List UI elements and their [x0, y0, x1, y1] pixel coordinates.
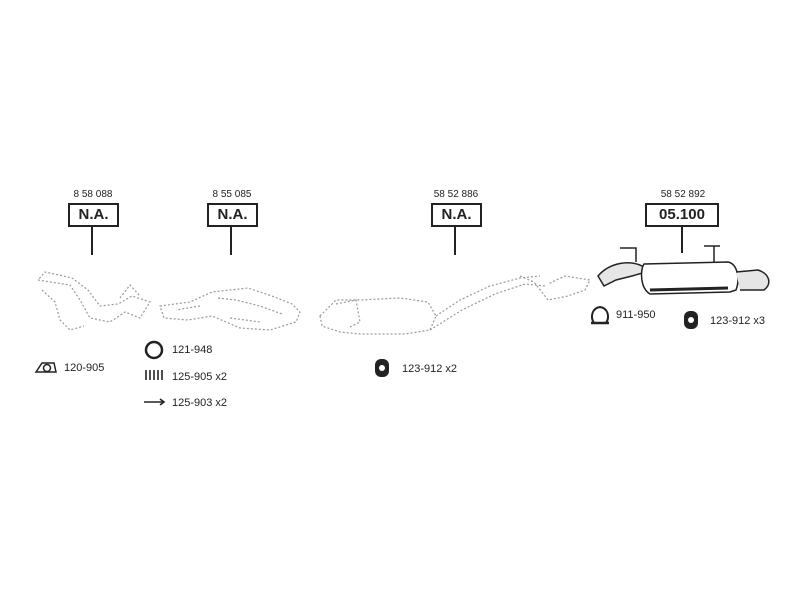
clamp-part-number: 911-950: [616, 309, 656, 321]
rear-hanger-part-number: 123-912 x3: [710, 315, 766, 327]
rubber-hanger-icon: [684, 311, 698, 329]
spring-icon: [145, 370, 163, 380]
part-number-catalyst[interactable]: N.A.: [207, 203, 258, 227]
oe-number-catalyst: 8 55 085: [212, 189, 252, 200]
leader-line: [91, 227, 93, 255]
ring-part-number: 121-948: [172, 344, 213, 356]
oe-number-rear-silencer: 58 52 892: [660, 189, 706, 200]
oe-number-middle-silencer: 58 52 886: [433, 189, 479, 200]
clamp-icon: [591, 305, 609, 325]
middle-silencer-drawing: [319, 275, 591, 335]
leader-line: [681, 227, 683, 253]
bolt-icon: [144, 398, 166, 406]
part-number-front-pipe[interactable]: N.A.: [68, 203, 119, 227]
gasket-icon: [34, 362, 57, 373]
rubber-hanger-icon: [375, 359, 389, 377]
part-number-middle-silencer[interactable]: N.A.: [431, 203, 482, 227]
front-pipe-drawing: [36, 271, 151, 331]
leader-line: [454, 227, 456, 255]
rear-silencer-drawing[interactable]: [597, 245, 770, 295]
leader-line: [230, 227, 232, 255]
catalyst-drawing: [159, 287, 301, 331]
bolt-part-number: 125-903 x2: [172, 397, 228, 409]
ring-icon: [144, 340, 164, 360]
gasket-part-number: 120-905: [64, 362, 105, 374]
spring-part-number: 125-905 x2: [172, 371, 228, 383]
part-number-rear-silencer[interactable]: 05.100: [645, 203, 719, 227]
oe-number-front-pipe: 8 58 088: [73, 189, 113, 200]
middle-hanger-part-number: 123-912 x2: [402, 363, 458, 375]
